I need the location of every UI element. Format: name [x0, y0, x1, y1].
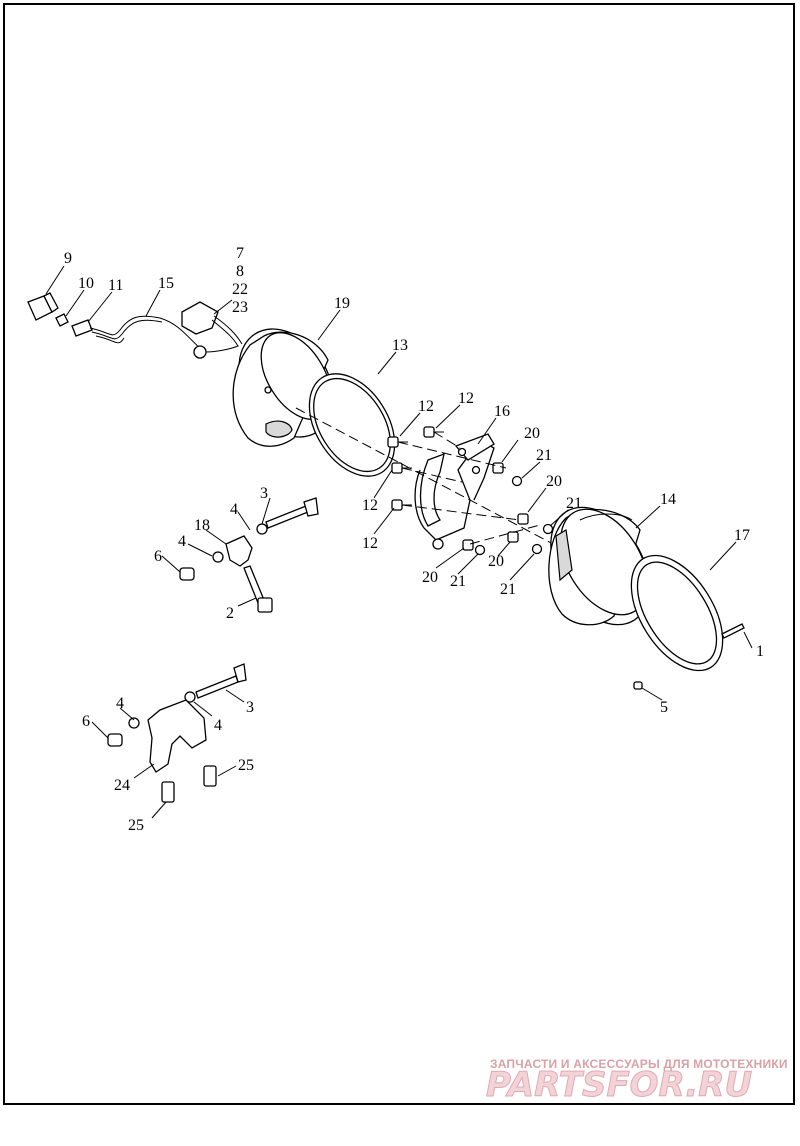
callout-21: 21 — [450, 573, 466, 590]
upper-mount — [179, 497, 319, 613]
callout-15: 15 — [158, 275, 174, 292]
callout-13: 13 — [392, 337, 408, 354]
callout-20: 20 — [546, 473, 562, 490]
callout-20: 20 — [488, 553, 504, 570]
callout-4: 4 — [116, 695, 124, 712]
watermark-brand: PARTSFOR.RU — [486, 1065, 752, 1105]
clamp-18 — [225, 535, 253, 567]
callout-25: 25 — [238, 757, 254, 774]
watermark: ЗАПЧАСТИ И АКСЕССУАРЫ ДЛЯ МОТОТЕХНИКИ PA… — [486, 1057, 788, 1106]
headlamp-unit-14 — [548, 506, 650, 626]
callout-9: 9 — [64, 250, 72, 267]
callout-labels: 9 10 11 15 7 8 22 23 19 13 12 12 16 20 2… — [64, 245, 764, 834]
terminal-10 — [55, 313, 69, 327]
retaining-ring-13 — [308, 373, 396, 477]
callout-7: 7 — [236, 245, 244, 262]
callout-23: 23 — [232, 299, 248, 316]
screw-1 — [721, 623, 745, 639]
callout-21: 21 — [536, 447, 552, 464]
lower-mount — [107, 663, 247, 803]
callout-16: 16 — [494, 403, 510, 420]
callout-21: 21 — [566, 495, 582, 512]
wiring-harness — [27, 292, 243, 359]
callout-2: 2 — [226, 605, 234, 622]
callout-12: 12 — [362, 535, 378, 552]
diagram-frame — [3, 3, 795, 1105]
callout-20: 20 — [422, 569, 438, 586]
callout-19: 19 — [334, 295, 350, 312]
grommet — [193, 345, 207, 359]
callout-11: 11 — [108, 277, 123, 294]
callout-10: 10 — [78, 275, 94, 292]
callout-20: 20 — [524, 425, 540, 442]
mounting-bracket-16 — [414, 433, 495, 550]
nut-5 — [633, 681, 643, 690]
callout-12: 12 — [458, 390, 474, 407]
callout-4: 4 — [178, 533, 186, 550]
callout-12: 12 — [418, 398, 434, 415]
callout-17: 17 — [734, 527, 750, 544]
callout-22: 22 — [232, 281, 248, 298]
trim-ring-17 — [630, 554, 724, 672]
connector-7 — [181, 301, 219, 335]
callout-18: 18 — [194, 517, 210, 534]
watermark-tagline: ЗАПЧАСТИ И АКСЕССУАРЫ ДЛЯ МОТОТЕХНИКИ — [490, 1057, 788, 1071]
nuts-washers-20-21 — [462, 462, 554, 556]
callout-21: 21 — [500, 581, 516, 598]
callout-4: 4 — [214, 717, 222, 734]
callout-1: 1 — [756, 643, 764, 660]
callout-25: 25 — [128, 817, 144, 834]
callout-6: 6 — [82, 713, 90, 730]
callout-12: 12 — [362, 497, 378, 514]
callout-5: 5 — [660, 699, 668, 716]
callout-24: 24 — [114, 777, 130, 794]
bracket-24 — [147, 699, 207, 773]
callout-14: 14 — [660, 491, 676, 508]
callout-4: 4 — [230, 501, 238, 518]
leader-lines — [45, 265, 753, 819]
callout-3: 3 — [246, 699, 254, 716]
callout-8: 8 — [236, 263, 244, 280]
terminal-11 — [71, 319, 93, 337]
callout-6: 6 — [154, 548, 162, 565]
callout-3: 3 — [260, 485, 268, 502]
